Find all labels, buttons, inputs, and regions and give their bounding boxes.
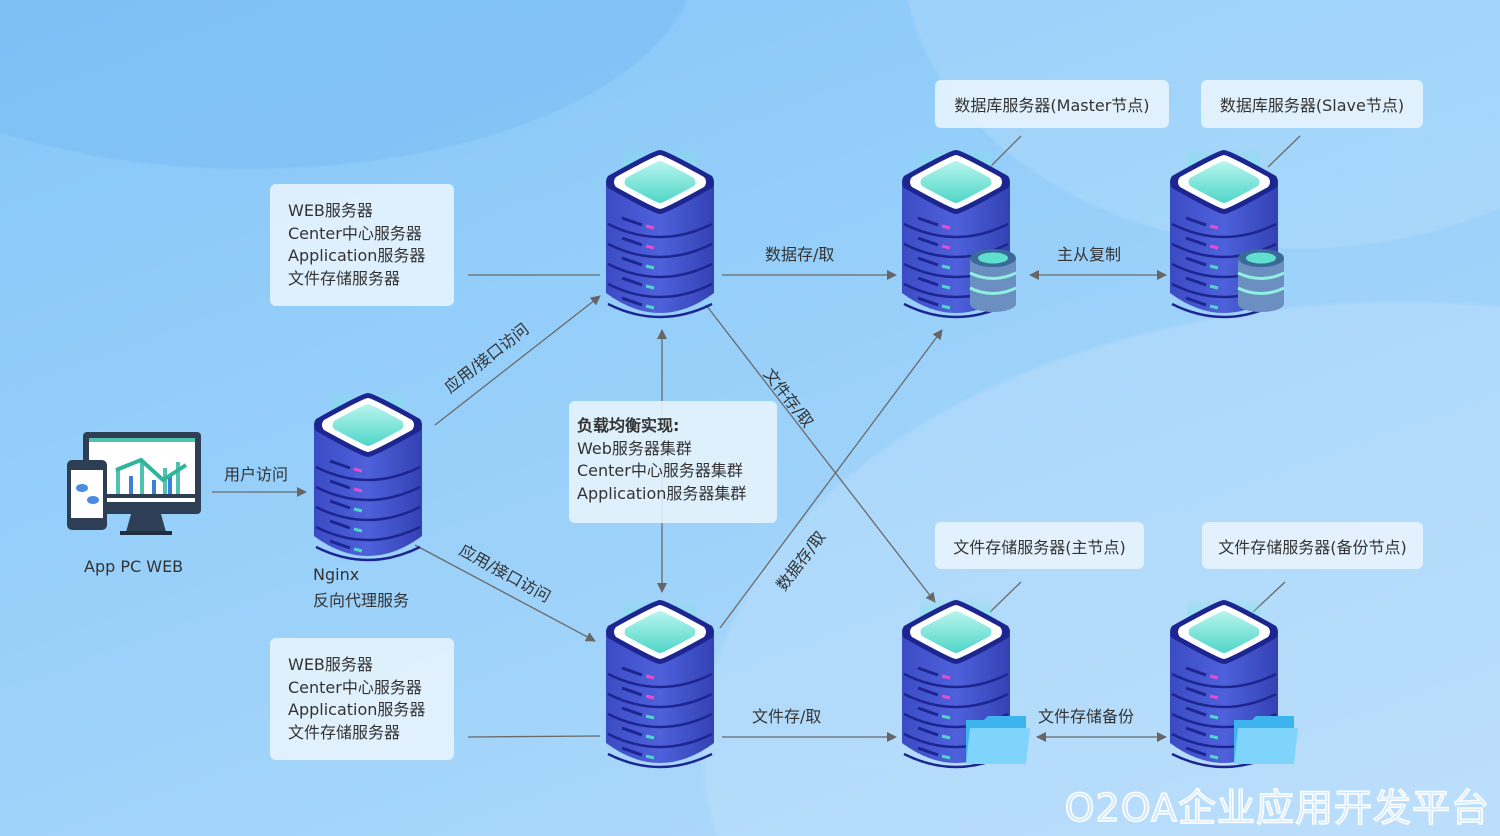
file-rw-label: 文件存/取 (752, 707, 822, 726)
box-line: Application服务器 (288, 700, 426, 719)
box-line: Center中心服务器 (288, 677, 422, 697)
box-line: Application服务器集群 (577, 483, 747, 503)
nginx-desc-label: 反向代理服务 (313, 591, 410, 610)
box-line: Center中心服务器集群 (577, 461, 743, 480)
server-group-bottom-box: WEB服务器 Center中心服务器 Application服务器 文件存储服务… (270, 638, 454, 760)
file-backup-sync-label: 文件存储备份 (1038, 707, 1135, 726)
api-access-up-arrow (434, 295, 601, 426)
db-slave-label: 数据库服务器(Slave节点) (1201, 80, 1423, 128)
nginx-server-icon (312, 391, 442, 571)
callout-line (989, 581, 1022, 613)
db-master-label: 数据库服务器(Master节点) (935, 80, 1169, 128)
load-balance-title: 负载均衡实现: (577, 416, 680, 435)
server-group-top-box: WEB服务器 Center中心服务器 Application服务器 文件存储服务… (270, 184, 454, 306)
file-backup-server-icon (1168, 598, 1298, 778)
db-slave-server-icon (1168, 148, 1298, 328)
data-rw-label: 数据存/取 (765, 245, 835, 264)
box-line: 文件存储服务器 (288, 268, 401, 288)
box-line: Web服务器集群 (577, 438, 692, 458)
app-server-bottom-icon (604, 598, 734, 778)
file-master-server-icon (900, 598, 1030, 778)
file-master-label: 文件存储服务器(主节点) (935, 522, 1144, 569)
client-label: App PC WEB (84, 557, 184, 576)
file-backup-label: 文件存储服务器(备份节点) (1202, 522, 1423, 569)
load-balance-box: 负载均衡实现: Web服务器集群 Center中心服务器集群 Applicati… (569, 401, 777, 523)
nginx-label: Nginx (313, 565, 360, 584)
client-devices-icon (67, 432, 201, 535)
user-access-label: 用户访问 (224, 465, 289, 484)
watermark: O2OA企业应用开发平台 (1064, 785, 1490, 831)
db-master-server-icon (900, 148, 1030, 328)
connector-line (467, 735, 601, 738)
box-line: WEB服务器 (288, 201, 373, 220)
callout-line (1267, 135, 1301, 168)
file-rw-diag-arrow (705, 304, 936, 603)
box-line: 文件存储服务器 (288, 722, 401, 742)
callout-line (989, 135, 1022, 168)
app-server-top-icon (604, 148, 734, 328)
box-line: WEB服务器 (288, 655, 373, 674)
api-access-down-arrow (414, 544, 596, 642)
box-line: Center中心服务器 (288, 223, 422, 243)
box-line: Application服务器 (288, 246, 426, 265)
data-rw-diag-arrow (719, 329, 943, 629)
master-slave-label: 主从复制 (1057, 245, 1122, 264)
